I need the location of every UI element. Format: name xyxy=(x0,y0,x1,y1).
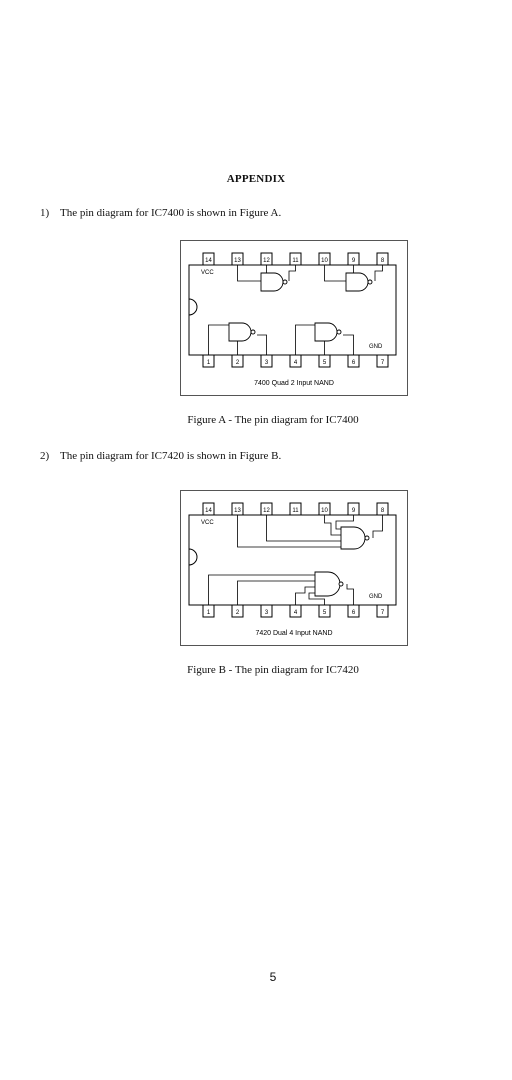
figure-b-pin-diagram: 14 13 12 11 10 9 8 1 2 3 4 5 6 7 VCC GND… xyxy=(180,490,408,646)
pin-label: 11 xyxy=(292,508,299,514)
nand-gates xyxy=(228,272,373,342)
pin-label: 5 xyxy=(323,610,327,616)
pin-14 xyxy=(202,252,215,266)
figure-a-svg: 14 13 12 11 10 9 8 1 2 3 4 5 6 7 VCC GND xyxy=(188,252,397,387)
item-1-text: The pin diagram for IC7400 is shown in F… xyxy=(60,207,282,219)
pin-label: 8 xyxy=(381,508,385,514)
pin-label: 10 xyxy=(321,508,328,514)
chip-notch xyxy=(188,548,198,566)
appendix-heading: APPENDIX xyxy=(226,173,286,185)
nand-gates xyxy=(314,526,370,597)
pin-label: 3 xyxy=(265,360,269,366)
pin-label: 6 xyxy=(352,360,356,366)
pin-3 xyxy=(260,604,273,618)
pin-label: 13 xyxy=(234,258,241,264)
bottom-pins: 1 2 3 4 5 6 7 xyxy=(202,354,389,368)
top-pins: 14 13 12 11 10 9 8 xyxy=(202,502,389,516)
pin-label: 7 xyxy=(381,610,385,616)
item-1-number: 1) xyxy=(40,207,50,219)
chip-notch xyxy=(188,298,198,316)
item-2: 2) The pin diagram for IC7420 is shown in… xyxy=(40,450,281,462)
pin-7 xyxy=(376,604,389,618)
nand-bubble xyxy=(364,535,370,541)
pin-label: 14 xyxy=(205,508,212,514)
nand-gate-2 xyxy=(345,272,369,292)
nand-bubble xyxy=(282,279,288,285)
pin-label: 4 xyxy=(294,610,298,616)
pin-label: 9 xyxy=(352,258,356,264)
pin-label: 10 xyxy=(321,258,328,264)
figure-a-caption: Figure A - The pin diagram for IC7400 xyxy=(187,414,359,426)
pin-label: 3 xyxy=(265,610,269,616)
pin-label: 1 xyxy=(207,610,211,616)
top-pins: 14 13 12 11 10 9 8 xyxy=(202,252,389,266)
pin-label: 11 xyxy=(292,258,299,264)
pin-label: 8 xyxy=(381,258,385,264)
vcc-label: VCC xyxy=(201,520,214,526)
pin-label: 7 xyxy=(381,360,385,366)
gnd-label: GND xyxy=(369,594,383,600)
pin-label: 14 xyxy=(205,258,212,264)
bottom-pins: 1 2 3 4 5 6 7 xyxy=(202,604,389,618)
item-2-number: 2) xyxy=(40,450,50,462)
chip-label: 7400 Quad 2 Input NAND xyxy=(254,380,334,387)
gate-wiring xyxy=(208,515,383,605)
pin-11 xyxy=(289,502,302,516)
chip-body xyxy=(188,514,397,606)
figure-b-caption: Figure B - The pin diagram for IC7420 xyxy=(187,664,359,676)
pin-label: 12 xyxy=(263,258,270,264)
nand-gate-4 xyxy=(314,322,338,342)
figure-b-svg: 14 13 12 11 10 9 8 1 2 3 4 5 6 7 VCC GND… xyxy=(188,502,397,637)
nand-bubble xyxy=(367,279,373,285)
nand-bubble xyxy=(338,581,344,587)
gnd-label: GND xyxy=(369,344,383,350)
pin-label: 6 xyxy=(352,610,356,616)
item-2-text: The pin diagram for IC7420 is shown in F… xyxy=(60,450,282,462)
nand-gate-1 xyxy=(340,526,366,550)
pin-label: 5 xyxy=(323,360,327,366)
nand-bubble xyxy=(336,329,342,335)
chip-label: 7420 Dual 4 Input NAND xyxy=(255,630,332,637)
pin-label: 9 xyxy=(352,508,356,514)
pin-7 xyxy=(376,354,389,368)
pin-label: 12 xyxy=(263,508,270,514)
pin-label: 2 xyxy=(236,360,240,366)
pin-14 xyxy=(202,502,215,516)
figure-a-pin-diagram: 14 13 12 11 10 9 8 1 2 3 4 5 6 7 VCC GND xyxy=(180,240,408,396)
pin-label: 13 xyxy=(234,508,241,514)
nand-gate-1 xyxy=(260,272,284,292)
nand-gate-3 xyxy=(228,322,252,342)
nand-bubble xyxy=(250,329,256,335)
vcc-label: VCC xyxy=(201,270,214,276)
item-1: 1) The pin diagram for IC7400 is shown in… xyxy=(40,207,281,219)
pin-label: 1 xyxy=(207,360,211,366)
page-number: 5 xyxy=(269,970,277,984)
nand-gate-2 xyxy=(314,571,341,597)
gate-wiring xyxy=(208,265,383,355)
pin-label: 4 xyxy=(294,360,298,366)
pin-label: 2 xyxy=(236,610,240,616)
